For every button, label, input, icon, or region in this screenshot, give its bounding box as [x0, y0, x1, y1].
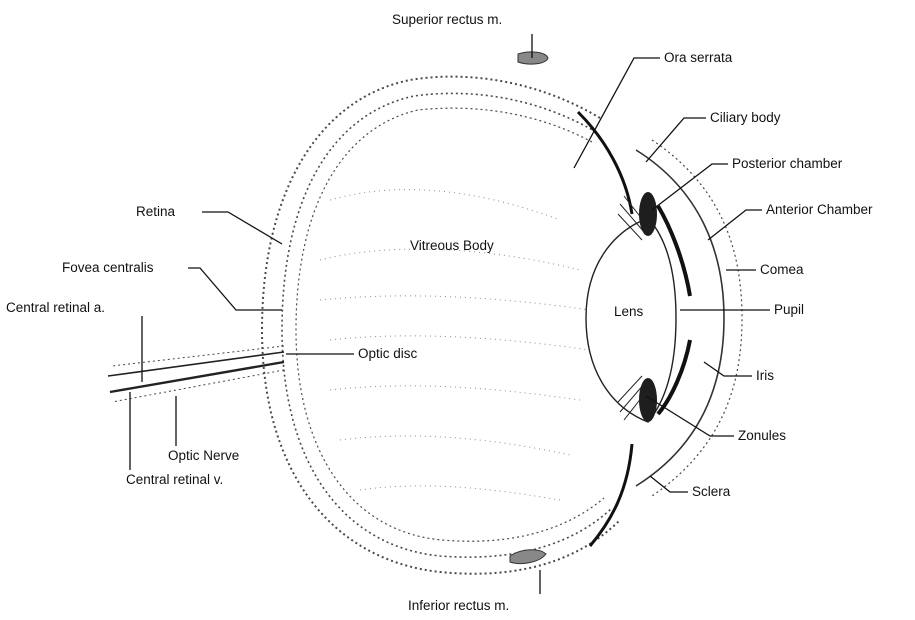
label-optic-nerve: Optic Nerve — [168, 448, 239, 463]
label-pupil: Pupil — [774, 302, 804, 317]
label-central-retinal-a: Central retinal a. — [6, 300, 105, 315]
lens-shape — [586, 218, 676, 422]
vitreous-texture — [320, 190, 590, 500]
superior-rectus-muscle — [518, 52, 548, 64]
ora-serrata-line-lower — [590, 444, 632, 546]
label-superior-rectus: Superior rectus m. — [392, 12, 502, 27]
label-iris: Iris — [756, 368, 774, 383]
inferior-rectus-muscle — [510, 550, 546, 564]
choroid-outline — [296, 108, 604, 541]
label-zonules: Zonules — [738, 428, 786, 443]
label-cornea: Comea — [760, 262, 804, 277]
optic-nerve — [108, 346, 284, 402]
leader-retina — [202, 212, 282, 244]
leader-ora-serrata — [574, 58, 660, 168]
label-lens: Lens — [614, 304, 644, 319]
leader-iris — [704, 362, 752, 376]
label-anterior-chamber: Anterior Chamber — [766, 202, 873, 217]
label-retina: Retina — [136, 204, 176, 219]
retina-outline — [282, 93, 612, 557]
label-vitreous-body: Vitreous Body — [410, 238, 494, 253]
label-ora-serrata: Ora serrata — [664, 50, 733, 65]
leader-ciliary-body — [646, 118, 706, 162]
label-central-retinal-v: Central retinal v. — [126, 472, 223, 487]
ciliary-body-lower — [639, 378, 657, 422]
label-inferior-rectus: Inferior rectus m. — [408, 598, 509, 613]
leader-anterior-chamber — [708, 210, 762, 240]
label-sclera: Sclera — [692, 484, 731, 499]
label-ciliary-body: Ciliary body — [710, 110, 781, 125]
label-fovea-centralis: Fovea centralis — [62, 260, 154, 275]
label-posterior-chamber: Posterior chamber — [732, 156, 843, 171]
label-optic-disc: Optic disc — [358, 346, 418, 361]
leader-fovea — [188, 268, 282, 310]
sclera-outline — [262, 77, 620, 574]
